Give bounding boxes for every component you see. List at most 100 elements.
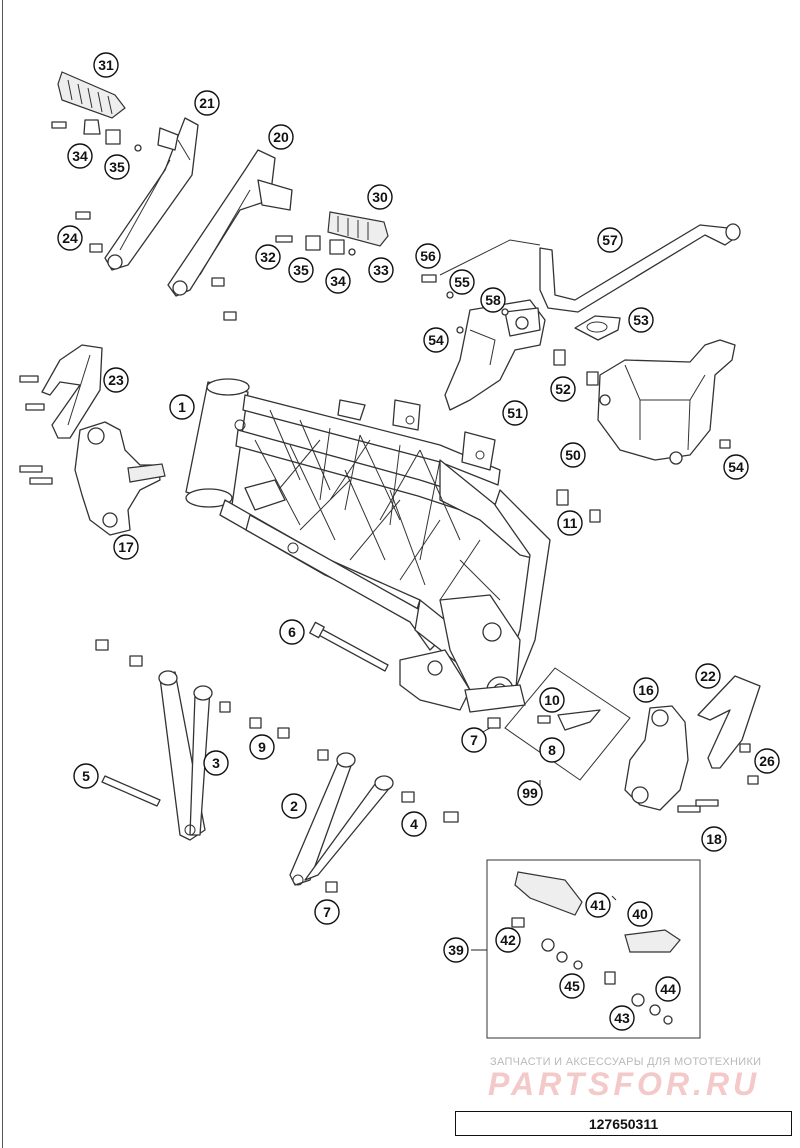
svg-text:58: 58 <box>485 292 501 308</box>
svg-text:45: 45 <box>564 978 580 994</box>
callout-18: 18 <box>701 826 727 852</box>
svg-text:57: 57 <box>602 232 618 248</box>
svg-text:21: 21 <box>199 95 215 111</box>
linkage-struts <box>95 639 501 893</box>
svg-text:44: 44 <box>660 981 676 997</box>
svg-text:56: 56 <box>420 248 436 264</box>
svg-text:54: 54 <box>428 332 444 348</box>
callout-7b: 7 <box>314 899 340 925</box>
callout-17: 17 <box>113 534 139 560</box>
callout-35a: 35 <box>104 154 130 180</box>
svg-text:51: 51 <box>507 405 523 421</box>
watermark-tagline: ЗАПЧАСТИ И АКСЕССУАРЫ ДЛЯ МОТОТЕХНИКИ <box>490 1056 762 1068</box>
callout-8: 8 <box>539 737 565 763</box>
svg-text:7: 7 <box>470 732 478 748</box>
callout-40: 40 <box>627 901 653 927</box>
svg-text:23: 23 <box>108 372 124 388</box>
svg-text:41: 41 <box>590 897 606 913</box>
svg-text:11: 11 <box>563 515 578 531</box>
battery-holder-subframe <box>421 223 741 523</box>
callout-45: 45 <box>559 973 585 999</box>
callout-3: 3 <box>203 750 229 776</box>
callout-33: 33 <box>368 257 394 283</box>
left-footrest-assembly <box>19 344 166 536</box>
callout-11: 11 <box>557 510 583 536</box>
callout-58: 58 <box>480 287 506 313</box>
svg-text:22: 22 <box>700 668 716 684</box>
document-number-box: 127650311 <box>455 1111 792 1136</box>
callout-32: 32 <box>255 244 281 270</box>
callout-30: 30 <box>367 184 393 210</box>
callout-31: 31 <box>93 52 119 78</box>
svg-text:17: 17 <box>118 539 134 555</box>
callout-22: 22 <box>695 663 721 689</box>
svg-text:31: 31 <box>98 57 114 73</box>
svg-text:24: 24 <box>62 230 78 246</box>
left-border-line <box>2 0 3 1148</box>
callout-99: 99 <box>517 780 543 806</box>
svg-text:3: 3 <box>212 755 220 771</box>
main-frame <box>185 378 551 713</box>
svg-text:35: 35 <box>293 262 309 278</box>
callout-2: 2 <box>281 793 307 819</box>
svg-text:54: 54 <box>728 459 744 475</box>
svg-text:33: 33 <box>373 262 389 278</box>
svg-text:53: 53 <box>633 312 649 328</box>
svg-text:50: 50 <box>565 447 581 463</box>
callout-42: 42 <box>495 927 521 953</box>
callout-23: 23 <box>103 367 129 393</box>
passenger-footrest-brackets <box>51 71 389 321</box>
callout-24: 24 <box>57 225 83 251</box>
svg-text:99: 99 <box>522 785 538 801</box>
callout-41: 41 <box>585 892 611 918</box>
callout-7a: 7 <box>461 727 487 753</box>
svg-text:34: 34 <box>330 273 346 289</box>
svg-text:18: 18 <box>706 831 722 847</box>
callout-10: 10 <box>539 687 565 713</box>
callout-55: 55 <box>449 269 475 295</box>
callout-56: 56 <box>415 243 441 269</box>
svg-text:42: 42 <box>500 932 516 948</box>
callout-50: 50 <box>560 442 586 468</box>
callout-6: 6 <box>279 619 305 645</box>
chain-guide-group <box>504 667 631 781</box>
svg-text:55: 55 <box>454 274 470 290</box>
callout-16: 16 <box>633 677 659 703</box>
svg-text:30: 30 <box>372 189 388 205</box>
callout-35b: 35 <box>288 257 314 283</box>
callout-21: 21 <box>194 90 220 116</box>
svg-text:4: 4 <box>410 816 418 832</box>
svg-text:7: 7 <box>323 904 331 920</box>
callout-43: 43 <box>609 1005 635 1031</box>
svg-text:52: 52 <box>555 381 571 397</box>
svg-text:9: 9 <box>258 739 266 755</box>
callout-5: 5 <box>73 763 99 789</box>
callout-52: 52 <box>550 376 576 402</box>
callout-4: 4 <box>401 811 427 837</box>
svg-text:8: 8 <box>548 742 556 758</box>
callout-34a: 34 <box>67 143 93 169</box>
callout-1: 1 <box>169 394 195 420</box>
svg-text:20: 20 <box>273 129 289 145</box>
svg-text:39: 39 <box>448 942 464 958</box>
callout-39: 39 <box>443 937 469 963</box>
svg-text:6: 6 <box>288 624 296 640</box>
svg-text:26: 26 <box>759 753 775 769</box>
callout-34b: 34 <box>325 268 351 294</box>
svg-text:1: 1 <box>178 399 186 415</box>
right-footrest-assembly <box>624 675 761 813</box>
watermark-logo: PARTSFOR.RU <box>488 1066 761 1102</box>
callout-53: 53 <box>628 307 654 333</box>
callout-44: 44 <box>655 976 681 1002</box>
svg-text:35: 35 <box>109 159 125 175</box>
svg-text:40: 40 <box>632 906 648 922</box>
svg-text:43: 43 <box>614 1010 630 1026</box>
svg-text:5: 5 <box>82 768 90 784</box>
document-number: 127650311 <box>588 1115 659 1132</box>
callout-20: 20 <box>268 124 294 150</box>
callout-51: 51 <box>502 400 528 426</box>
svg-text:16: 16 <box>638 682 654 698</box>
callout-54a: 54 <box>423 327 449 353</box>
